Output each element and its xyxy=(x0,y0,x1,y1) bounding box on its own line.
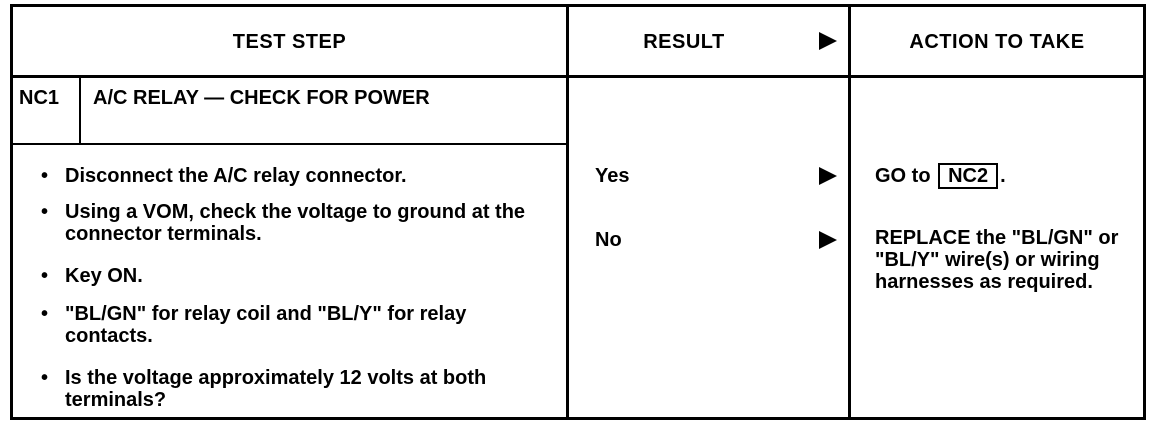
header-action: ACTION TO TAKE xyxy=(909,30,1085,53)
bullet-icon: • xyxy=(41,303,49,325)
arrow-right-icon xyxy=(819,32,837,50)
column-divider xyxy=(566,7,569,417)
result-no: No xyxy=(595,229,622,251)
action-replace: REPLACE the "BL/GN" or "BL/Y" wire(s) or… xyxy=(875,227,1119,293)
step-id: NC1 xyxy=(19,87,60,109)
action-goto: GO to NC2. xyxy=(875,163,1006,189)
header-result: RESULT xyxy=(643,30,725,53)
bullet-icon: • xyxy=(41,201,49,223)
arrow-right-icon xyxy=(819,231,837,249)
diagnostic-table: TEST STEP RESULT ACTION TO TAKE NC1 A/C … xyxy=(10,4,1146,420)
header-divider xyxy=(13,75,1143,78)
action-prefix: GO to xyxy=(875,165,931,187)
result-yes: Yes xyxy=(595,165,630,187)
bullet-icon: • xyxy=(41,367,49,389)
header-test-step: TEST STEP xyxy=(232,30,347,53)
instruction-item: Is the voltage approximately 12 volts at… xyxy=(65,367,487,411)
step-ref-nc2[interactable]: NC2 xyxy=(938,163,999,189)
instruction-item: Disconnect the A/C relay connector. xyxy=(65,165,407,187)
column-divider xyxy=(848,7,851,417)
step-title: A/C RELAY — CHECK FOR POWER xyxy=(93,87,430,109)
instruction-item: Using a VOM, check the voltage to ground… xyxy=(65,201,526,245)
bullet-icon: • xyxy=(41,265,49,287)
bullet-icon: • xyxy=(41,165,49,187)
action-suffix: . xyxy=(1000,165,1006,187)
step-id-divider xyxy=(79,77,81,145)
instruction-item: Key ON. xyxy=(65,265,143,287)
arrow-right-icon xyxy=(819,167,837,185)
instruction-item: "BL/GN" for relay coil and "BL/Y" for re… xyxy=(65,303,467,347)
step-title-divider xyxy=(13,143,568,145)
